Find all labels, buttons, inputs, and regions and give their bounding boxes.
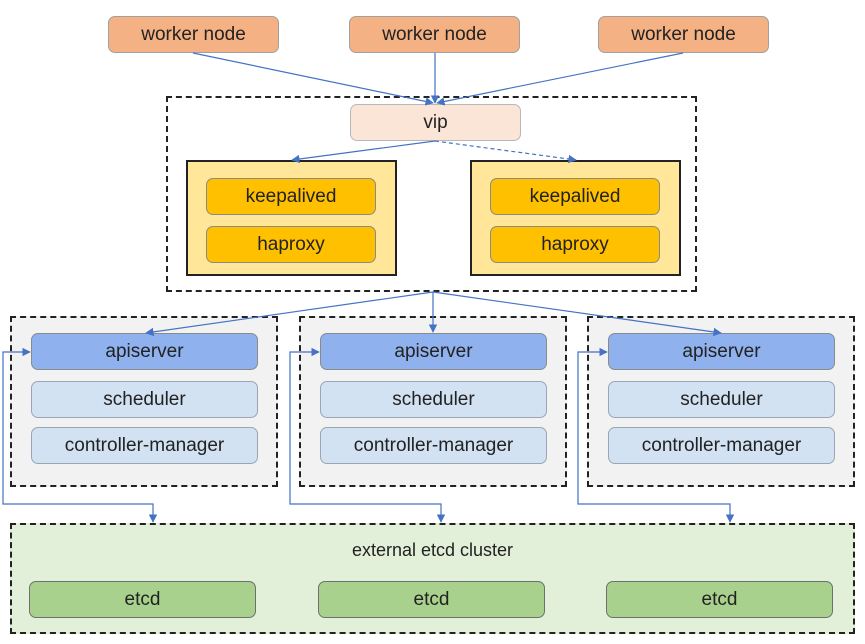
scheduler-label: scheduler (103, 388, 186, 410)
vip-label: vip (423, 111, 448, 133)
scheduler-box: scheduler (608, 381, 835, 418)
etcd-label: etcd (413, 588, 450, 610)
apiserver-label: apiserver (682, 340, 761, 362)
worker-node-label: worker node (631, 23, 736, 45)
haproxy-box: haproxy (206, 226, 376, 263)
keepalived-label: keepalived (529, 185, 621, 207)
controller-manager-label: controller-manager (64, 434, 225, 456)
etcd-box: etcd (606, 581, 833, 618)
controller-manager-box: controller-manager (31, 427, 258, 464)
keepalived-box: keepalived (490, 178, 660, 215)
haproxy-label: haproxy (257, 233, 325, 255)
worker-node-label: worker node (382, 23, 487, 45)
controller-manager-box: controller-manager (608, 427, 835, 464)
controller-manager-box: controller-manager (320, 427, 547, 464)
scheduler-box: scheduler (31, 381, 258, 418)
apiserver-box: apiserver (320, 333, 547, 370)
haproxy-label: haproxy (541, 233, 609, 255)
keepalived-label: keepalived (245, 185, 337, 207)
worker-node: worker node (349, 16, 520, 53)
apiserver-box: apiserver (31, 333, 258, 370)
worker-node: worker node (598, 16, 769, 53)
etcd-label: etcd (701, 588, 738, 610)
apiserver-label: apiserver (394, 340, 473, 362)
worker-node: worker node (108, 16, 279, 53)
scheduler-box: scheduler (320, 381, 547, 418)
etcd-box: etcd (29, 581, 256, 618)
etcd-box: etcd (318, 581, 545, 618)
scheduler-label: scheduler (392, 388, 475, 410)
worker-node-label: worker node (141, 23, 246, 45)
etcd-cluster-title: external etcd cluster (351, 540, 514, 560)
controller-manager-label: controller-manager (641, 434, 802, 456)
scheduler-label: scheduler (680, 388, 763, 410)
controller-manager-label: controller-manager (353, 434, 514, 456)
apiserver-box: apiserver (608, 333, 835, 370)
haproxy-box: haproxy (490, 226, 660, 263)
apiserver-label: apiserver (105, 340, 184, 362)
vip-box: vip (350, 104, 521, 141)
etcd-label: etcd (124, 588, 161, 610)
keepalived-box: keepalived (206, 178, 376, 215)
